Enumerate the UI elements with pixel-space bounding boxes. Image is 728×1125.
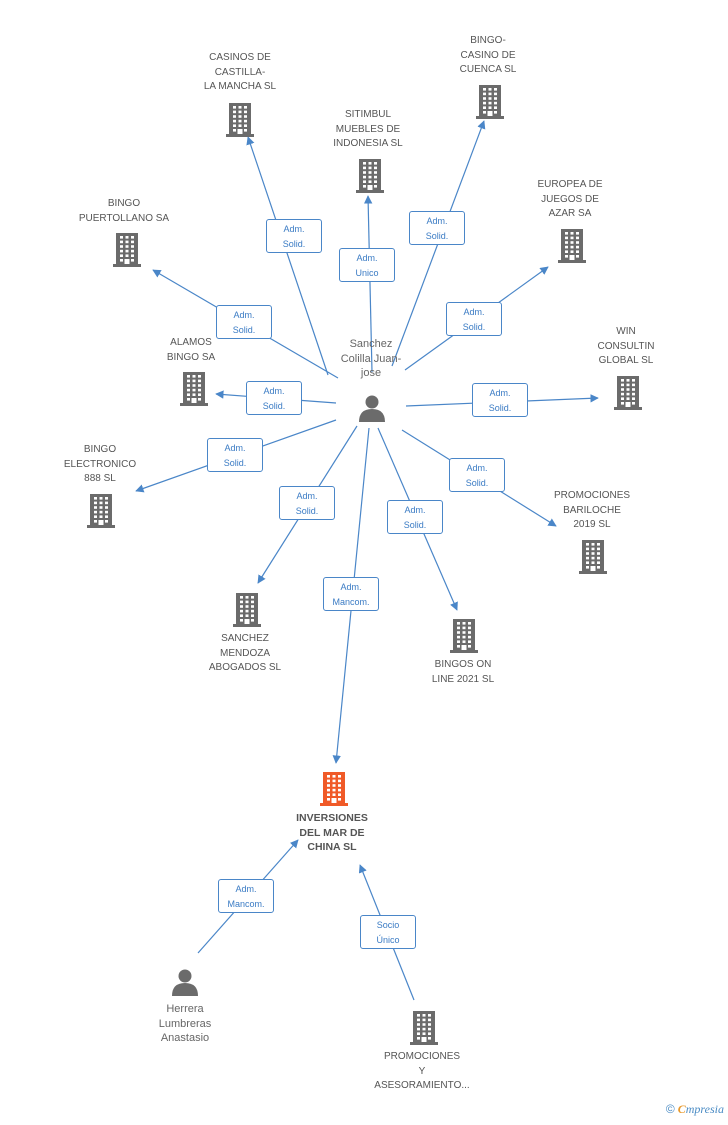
relation-label-center-inversiones[interactable]: Adm. Mancom. bbox=[323, 577, 379, 611]
relation-label-center-bariloche[interactable]: Adm. Solid. bbox=[449, 458, 505, 492]
node-label-herrera[interactable]: Herrera Lumbreras Anastasio bbox=[158, 1003, 212, 1044]
relation-label-center-win[interactable]: Adm. Solid. bbox=[472, 383, 528, 417]
node-label-win[interactable]: WIN CONSULTIN GLOBAL SL bbox=[597, 326, 655, 366]
building-icon[interactable] bbox=[476, 85, 504, 119]
node-label-center[interactable]: Sanchez Colilla Juan- jose bbox=[340, 338, 402, 379]
node-label-europea[interactable]: EUROPEA DE JUEGOS DE AZAR SA bbox=[537, 179, 603, 219]
node-label-inversiones[interactable]: INVERSIONES DEL MAR DE CHINA SL bbox=[296, 812, 368, 853]
focus-company-icon[interactable] bbox=[320, 772, 348, 806]
building-icon[interactable] bbox=[450, 619, 478, 653]
brand-initial: C bbox=[677, 1102, 686, 1116]
relation-label-center-puertollano[interactable]: Adm. Solid. bbox=[216, 305, 272, 339]
relation-label-center-casinos[interactable]: Adm. Solid. bbox=[266, 219, 322, 253]
building-icon[interactable] bbox=[226, 103, 254, 137]
building-icon[interactable] bbox=[558, 229, 586, 263]
relation-label-center-sanchezmendoza[interactable]: Adm. Solid. bbox=[279, 486, 335, 520]
node-label-sitimbul[interactable]: SITIMBUL MUEBLES DE INDONESIA SL bbox=[333, 109, 403, 149]
node-label-puertollano[interactable]: BINGO PUERTOLLANO SA bbox=[78, 198, 170, 224]
copyright-icon: © bbox=[665, 1102, 675, 1116]
node-label-alamos[interactable]: ALAMOS BINGO SA bbox=[166, 337, 216, 363]
node-label-electronico[interactable]: BINGO ELECTRONICO 888 SL bbox=[63, 444, 137, 484]
building-icon[interactable] bbox=[614, 376, 642, 410]
relation-label-center-sitimbul[interactable]: Adm. Unico bbox=[339, 248, 395, 282]
relation-label-promociones-inversiones[interactable]: Socio Único bbox=[360, 915, 416, 949]
node-label-promociones[interactable]: PROMOCIONES Y ASESORAMIENTO... bbox=[374, 1051, 470, 1091]
relation-label-center-europea[interactable]: Adm. Solid. bbox=[446, 302, 502, 336]
relation-label-herrera-inversiones[interactable]: Adm. Mancom. bbox=[218, 879, 274, 913]
relation-label-center-electronico[interactable]: Adm. Solid. bbox=[207, 438, 263, 472]
person-icon[interactable] bbox=[359, 395, 385, 423]
building-icon[interactable] bbox=[87, 494, 115, 528]
relation-label-center-alamos[interactable]: Adm. Solid. bbox=[246, 381, 302, 415]
node-label-bingocuenca[interactable]: BINGO- CASINO DE CUENCA SL bbox=[459, 35, 517, 75]
building-icon[interactable] bbox=[579, 540, 607, 574]
node-label-bariloche[interactable]: PROMOCIONES BARILOCHE 2019 SL bbox=[553, 490, 631, 530]
brand-name: mpresia bbox=[685, 1102, 724, 1116]
building-icon[interactable] bbox=[233, 593, 261, 627]
person-icon[interactable] bbox=[172, 969, 198, 997]
node-label-sanchezmendoza[interactable]: SANCHEZ MENDOZA ABOGADOS SL bbox=[208, 633, 282, 673]
edge-center-to-sitimbul bbox=[363, 195, 373, 373]
node-label-casinos[interactable]: CASINOS DE CASTILLA- LA MANCHA SL bbox=[203, 52, 277, 92]
building-icon[interactable] bbox=[180, 372, 208, 406]
node-label-bingosonline[interactable]: BINGOS ON LINE 2021 SL bbox=[431, 659, 495, 685]
footer-brand[interactable]: ©Cmpresia bbox=[666, 1102, 724, 1117]
relation-label-center-bingocuenca[interactable]: Adm. Solid. bbox=[409, 211, 465, 245]
building-icon[interactable] bbox=[113, 233, 141, 267]
relation-label-center-bingosonline[interactable]: Adm. Solid. bbox=[387, 500, 443, 534]
edge-center-to-casinos bbox=[246, 136, 329, 376]
building-icon[interactable] bbox=[356, 159, 384, 193]
building-icon[interactable] bbox=[410, 1011, 438, 1045]
